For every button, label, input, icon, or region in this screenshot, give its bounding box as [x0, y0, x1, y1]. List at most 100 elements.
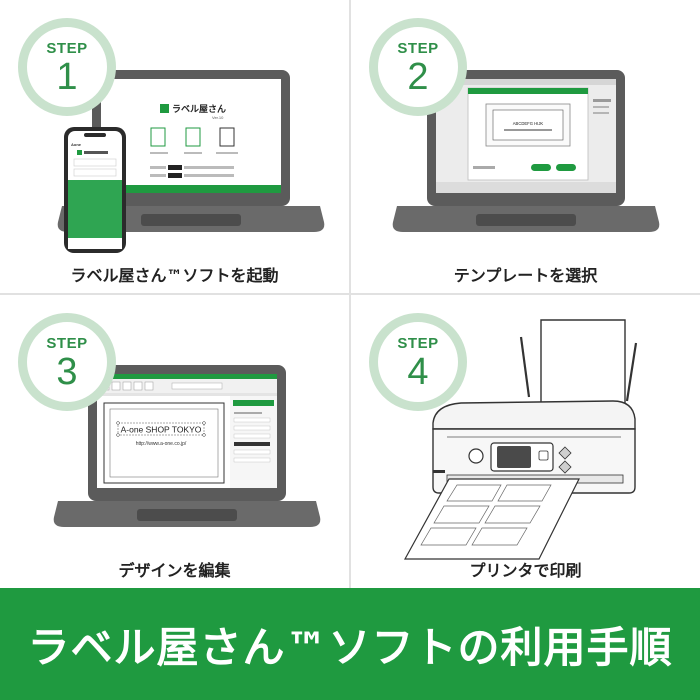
step-3-caption: デザインを編集: [118, 561, 231, 580]
panel-color-swatch[interactable]: [234, 442, 270, 446]
resize-handle-br[interactable]: [202, 433, 206, 437]
panel-tab[interactable]: [233, 400, 274, 406]
screen-logo-text: ラベル屋さん: [172, 104, 226, 114]
step-3-panel: STEP 3: [0, 295, 349, 588]
phone-green-area: [68, 180, 122, 238]
info-dark-2: [168, 173, 182, 178]
step-3-badge: STEP 3: [18, 313, 116, 411]
printer-illustration: [403, 319, 638, 560]
step-3-label: STEP: [46, 334, 88, 352]
laptop-editor-illustration: A-one SHOP TOKYO http://www.a-one.co.jp/: [53, 365, 321, 527]
nav-button-up[interactable]: [558, 446, 572, 460]
ribbon-icon-4[interactable]: [133, 381, 143, 391]
dialog-back-button[interactable]: [531, 164, 551, 171]
nav-button-down[interactable]: [558, 460, 572, 474]
label-preview-subline: [504, 129, 552, 131]
ribbon-icon-5[interactable]: [144, 381, 154, 391]
icon-label-2: [184, 152, 202, 154]
banner-title: ラベル屋さん™ソフトの利用手順: [27, 622, 673, 672]
paper-guide-right: [625, 342, 638, 402]
step-4-badge: STEP 4: [369, 313, 467, 411]
grid-divider-horizontal: [0, 293, 700, 295]
ribbon-icon-2[interactable]: [111, 381, 121, 391]
phone-menu-item-1[interactable]: [73, 158, 117, 167]
phone-logo-mark: [77, 150, 82, 155]
template-icon[interactable]: [185, 127, 201, 147]
resize-handle-tl[interactable]: [116, 421, 120, 425]
step-2-number: 2: [407, 55, 429, 98]
dialog-titlebar: [468, 88, 588, 94]
label-preview: [492, 109, 564, 141]
resize-handle-tr[interactable]: [202, 421, 206, 425]
laptop-template-illustration: ABCDEFG HIJK: [392, 70, 660, 232]
font-field[interactable]: [171, 382, 223, 390]
side-text-1: [593, 99, 611, 102]
logo-mark: [160, 104, 169, 113]
laptop-with-phone-illustration: ラベル屋さん Ver.10 Aone: [57, 70, 325, 253]
laptop-trackpad: [137, 509, 237, 521]
side-text-3: [593, 112, 609, 114]
printed-labels: [420, 484, 552, 546]
app-statusbar: [436, 182, 616, 193]
title-banner: ラベル屋さん™ソフトの利用手順: [0, 588, 700, 700]
power-button[interactable]: [468, 448, 484, 464]
label-preview-text: ABCDEFG HIJK: [513, 121, 544, 126]
open-file-icon[interactable]: [219, 127, 235, 147]
side-text-2: [593, 106, 609, 108]
phone-logo-line: [84, 151, 108, 154]
info-line-1: [150, 166, 166, 169]
panel-field-3[interactable]: [233, 433, 271, 439]
panel-field-2[interactable]: [233, 425, 271, 431]
step-4-label: STEP: [397, 334, 439, 352]
selection-box[interactable]: [117, 422, 205, 436]
printer-display[interactable]: [497, 446, 531, 468]
info-line-4: [184, 174, 234, 177]
phone-brand: Aone: [71, 142, 82, 147]
resize-handle-bl[interactable]: [116, 433, 120, 437]
step-1-panel: STEP 1 ラベル屋さん Ver.10: [0, 0, 349, 293]
phone-bottom-bar: [68, 238, 122, 249]
ribbon-icon-3[interactable]: [122, 381, 132, 391]
printer-button[interactable]: [538, 450, 549, 461]
info-dark-1: [168, 165, 182, 170]
card-inner-frame: [109, 408, 219, 478]
panel-field-1[interactable]: [233, 417, 271, 423]
phone-menu-item-2[interactable]: [73, 168, 117, 177]
brand-plate: [433, 470, 445, 473]
panel-field-4[interactable]: [233, 449, 271, 455]
info-line-2: [184, 166, 234, 169]
step-2-caption: テンプレートを選択: [453, 266, 598, 285]
dialog-option: [473, 166, 495, 169]
step-4-caption: プリンタで印刷: [469, 561, 582, 580]
step-4-number: 4: [407, 350, 429, 393]
steps-grid: STEP 1 ラベル屋さん Ver.10: [0, 0, 700, 588]
dialog-next-button[interactable]: [556, 164, 576, 171]
app-toolbar: [436, 79, 616, 85]
input-paper: [540, 319, 626, 404]
editor-ruler: [97, 393, 277, 396]
step-1-caption: ラベル屋さん™ソフトを起動: [70, 266, 279, 285]
laptop-trackpad: [141, 214, 241, 226]
screen-footer-bar: [101, 185, 281, 193]
step-2-badge: STEP 2: [369, 18, 467, 116]
printer-top: [432, 400, 636, 430]
icon-label-1: [150, 152, 168, 154]
step-1-label: STEP: [46, 39, 88, 57]
screen-logo-sub: Ver.10: [212, 115, 224, 120]
step-1-badge: STEP 1: [18, 18, 116, 116]
step-2-panel: STEP 2 ABCDEFG HIJK テンプレートを選択: [351, 0, 700, 293]
card-title-text[interactable]: A-one SHOP TOKYO: [121, 425, 202, 435]
panel-line-1: [234, 412, 262, 414]
paper-guide-left: [519, 336, 531, 398]
step-3-number: 3: [56, 350, 78, 393]
card-url-text[interactable]: http://www.a-one.co.jp/: [136, 441, 187, 447]
info-line-3: [150, 174, 166, 177]
step-1-number: 1: [56, 55, 78, 98]
new-doc-icon[interactable]: [150, 127, 166, 147]
editor-titlebar: [97, 374, 277, 379]
step-4-panel: STEP 4: [351, 295, 700, 588]
card-canvas[interactable]: [103, 402, 225, 484]
panel-field-5[interactable]: [233, 457, 271, 463]
phone-notch: [84, 133, 106, 137]
step-2-label: STEP: [397, 39, 439, 57]
